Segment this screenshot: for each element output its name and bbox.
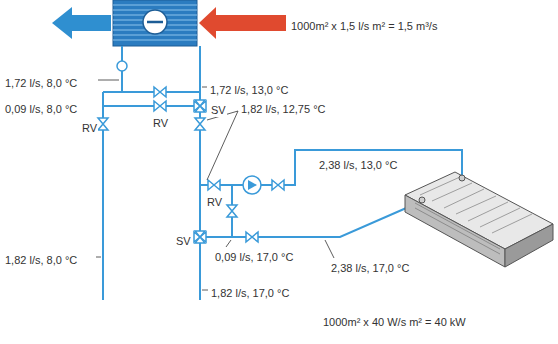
flow-label: 0,09 l/s, 8,0 °C [4,103,78,116]
label-holder: 1,82 l/s, 8,0 °C [4,250,78,268]
flow-label: 2,38 l/s, 13,0 °C [318,159,398,172]
label-holder: SV [210,100,227,118]
label-holder: 1,82 l/s, 12,75 °C [240,99,327,117]
valve-label: RV [206,196,223,209]
valve-label: RV [81,122,98,135]
pipes [103,46,462,300]
label-holder: 1,72 l/s, 8,0 °C [4,73,78,91]
label-holder: 1000m² x 40 W/s m² = 40 kW [322,312,467,330]
pump-symbol [243,176,261,194]
label-holder: 1000m² x 1,5 l/s m² = 1,5 m³/s [290,16,438,34]
flow-label: 1,82 l/s, 12,75 °C [240,103,327,116]
valve-label: SV [210,104,227,117]
flow-label: 2,38 l/s, 17,0 °C [330,262,410,275]
label-holder: 0,09 l/s, 8,0 °C [4,99,78,117]
label-holder: 2,38 l/s, 17,0 °C [330,258,410,276]
flow-label: 0,09 l/s, 17,0 °C [214,251,294,264]
label-holder: RV [152,113,169,131]
supply-air-arrow [199,7,286,39]
sensor [117,61,127,71]
flow-label: 1,72 l/s, 13,0 °C [209,84,289,97]
label-holder: RV [81,118,98,136]
label-holder: 2,38 l/s, 13,0 °C [318,155,398,173]
label-holder: 1,72 l/s, 13,0 °C [209,80,289,98]
flow-label: 1,82 l/s, 17,0 °C [210,287,290,300]
cooling-coil [113,0,197,46]
chilled-beam [405,172,553,267]
label-holder: 0,09 l/s, 17,0 °C [214,247,294,265]
valve-label: RV [152,117,169,130]
label-holder: RV [206,192,223,210]
formula-label: 1000m² x 1,5 l/s m² = 1,5 m³/s [290,20,438,33]
flow-label: 1,82 l/s, 8,0 °C [4,254,78,267]
exhaust-air-arrow [52,7,111,39]
label-holder: 1,82 l/s, 17,0 °C [210,283,290,301]
valve-label: SV [175,235,192,248]
flow-label: 1,72 l/s, 8,0 °C [4,77,78,90]
formula-label: 1000m² x 40 W/s m² = 40 kW [322,316,467,329]
label-holder: SV [175,231,192,249]
leader-lines [96,80,334,290]
